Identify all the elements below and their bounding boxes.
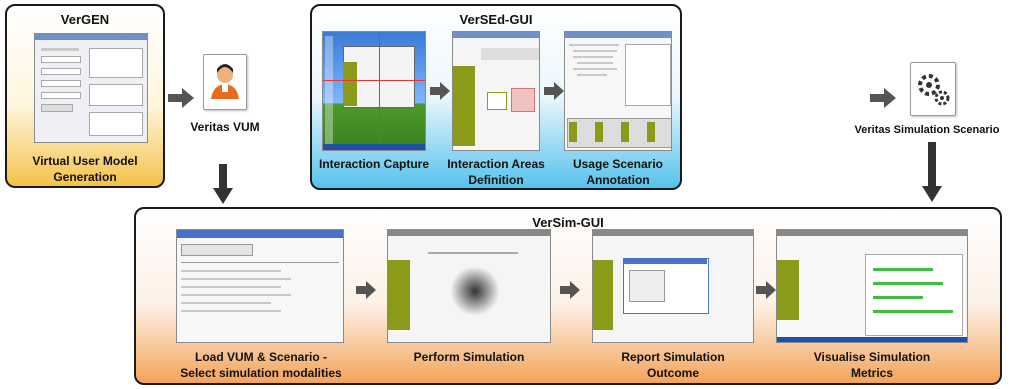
load-vum-screenshot — [176, 229, 344, 343]
arrow-right-icon — [870, 88, 896, 108]
gears-document-icon — [910, 62, 956, 116]
vergen-screenshot — [34, 33, 148, 143]
versed-panel: VerSEd-GUI Interaction Capture Interacti… — [310, 4, 682, 190]
usage-scenario-caption: Usage Scenario Annotation — [572, 157, 664, 187]
interaction-capture-caption: Interaction Capture — [318, 157, 429, 171]
user-document-icon — [203, 54, 247, 110]
vergen-panel: VerGEN Virtual User Model Generation — [5, 4, 165, 188]
visualise-metrics-caption: Visualise Simulation Metrics — [813, 350, 931, 380]
versim-title: VerSim-GUI — [532, 215, 604, 230]
usage-scenario-screenshot-view — [564, 31, 672, 151]
versim-panel: VerSim-GUI Load VUM & Scenario - Select … — [134, 207, 1002, 385]
arrow-right-icon — [168, 88, 194, 108]
arrow-right-icon — [560, 281, 580, 299]
perform-simulation-caption: Perform Simulation — [413, 350, 525, 364]
arrow-right-icon — [544, 82, 564, 100]
arrow-down-icon — [213, 164, 233, 204]
vergen-caption: Virtual User Model Generation — [32, 154, 138, 184]
report-simulation-caption: Report Simulation Outcome — [621, 350, 725, 380]
report-simulation-screenshot — [592, 229, 754, 343]
interaction-areas-caption: Interaction Areas Definition — [447, 157, 545, 187]
scenario-label: Veritas Simulation Scenario — [854, 124, 1000, 136]
versed-title: VerSEd-GUI — [459, 12, 533, 27]
arrow-right-icon — [356, 281, 376, 299]
interaction-capture-screenshot — [322, 31, 426, 151]
arrow-down-icon — [922, 142, 942, 202]
arrow-right-icon — [756, 281, 776, 299]
perform-simulation-screenshot — [387, 229, 551, 343]
load-vum-caption: Load VUM & Scenario - Select simulation … — [180, 350, 342, 380]
vum-label: Veritas VUM — [190, 120, 260, 134]
vergen-title: VerGEN — [60, 12, 110, 27]
arrow-right-icon — [430, 82, 450, 100]
interaction-areas-screenshot — [452, 31, 540, 151]
visualise-metrics-screenshot — [776, 229, 968, 343]
